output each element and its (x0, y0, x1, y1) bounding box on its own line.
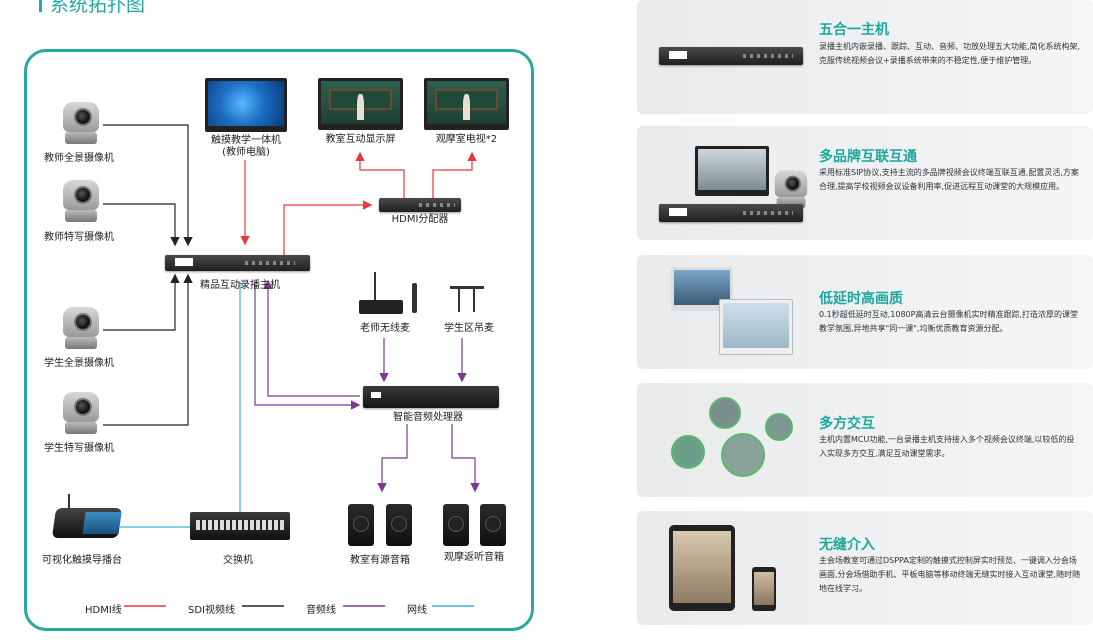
classroom-speaker-left-icon (348, 504, 374, 546)
network-switch-icon (190, 512, 290, 540)
label-student-feature-camera: 学生特写摄像机 (44, 443, 114, 455)
label-classroom-display: 教室互动显示屏 (318, 134, 403, 146)
label-audio-processor: 智能音频处理器 (393, 412, 463, 424)
recorder-host-icon (165, 255, 310, 271)
feature-card-multiparty: 多方交互 主机内置MCU功能,一台录播主机支持接入多个视频会议终端,以较低的投入… (637, 383, 1093, 497)
feature-card-seamless: 无缝介入 主会场教室可通过DSPPA定制的触摸式控制屏实时预览、一键调入分会场画… (637, 511, 1093, 625)
label-touch-aio: 触摸教学一体机(教师电脑) (205, 135, 287, 159)
audio-line-proc-observation (452, 424, 475, 490)
interop-recorder-icon (659, 204, 803, 222)
conference-node-right-icon (765, 413, 793, 441)
hdmi-line-splitter-tv (433, 154, 472, 198)
hdmi-line-splitter-display (360, 154, 404, 198)
imac-right-icon (719, 299, 793, 355)
wireless-mic-antenna-icon (374, 272, 376, 300)
five-in-one-recorder-icon (659, 47, 803, 65)
label-network-switch: 交换机 (223, 555, 253, 567)
label-wireless-mic: 老师无线麦 (360, 323, 410, 335)
label-observation-speaker: 观摩返听音箱 (444, 552, 504, 564)
legend-audio: 音频线 (306, 601, 336, 616)
hanging-mic-bar-icon (450, 286, 484, 289)
label-observation-tv: 观摩室电视*2 (424, 134, 509, 146)
label-student-mic: 学生区吊麦 (444, 323, 494, 335)
audio-processor-icon (363, 386, 499, 408)
feature-title: 多方交互 (819, 413, 875, 433)
classroom-display-icon (318, 78, 403, 130)
feature-text: 采用标准SIP协议,支持主流的多品牌视频会议终端互联互通,配置灵活,方案合理,提… (819, 166, 1081, 194)
label-classroom-speaker: 教室有源音箱 (350, 555, 410, 567)
feature-text: 录播主机内嵌录播、跟踪、互动、音频、功放处理五大功能,简化系统构架,克服传统视频… (819, 40, 1081, 68)
sdi-line-student-pano (103, 276, 175, 330)
label-hdmi-splitter: HDMI分配器 (379, 214, 461, 226)
feature-card-interop: 多品牌互联互通 采用标准SIP协议,支持主流的多品牌视频会议终端互联互通,配置灵… (637, 126, 1093, 240)
touch-console-icon (52, 508, 122, 538)
handheld-mic-icon (412, 283, 417, 313)
wireless-mic-receiver-icon (359, 300, 403, 314)
console-antenna-icon (68, 494, 70, 510)
phone-device-icon (752, 567, 776, 611)
hdmi-line-recorder-splitter (284, 205, 370, 255)
teacher-pano-camera-icon (61, 102, 101, 146)
observation-tv-icon (424, 78, 509, 130)
conference-node-top-icon (709, 397, 741, 429)
label-touch-console: 可视化触摸导播台 (42, 555, 122, 567)
audio-line-recorder-proc (255, 282, 358, 405)
legend-sdi: SDI视频线 (188, 601, 235, 616)
feature-text: 0.1秒超低延时互动,1080P高清云台摄像机实时精准跟踪,打造浓厚的课堂教学氛… (819, 308, 1081, 336)
label-student-pano-camera: 学生全景摄像机 (44, 358, 114, 370)
feature-title: 多品牌互联互通 (819, 146, 917, 166)
student-feature-camera-icon (61, 392, 101, 436)
observation-speaker-right-icon (480, 504, 506, 546)
feature-card-five-in-one: 五合一主机 录播主机内嵌录播、跟踪、互动、音频、功放处理五大功能,简化系统构架,… (637, 0, 1093, 114)
legend-hdmi: HDMI线 (85, 601, 122, 616)
label-teacher-pano-camera: 教师全景摄像机 (44, 153, 114, 165)
hanging-mic-right-icon (473, 288, 475, 312)
classroom-speaker-right-icon (386, 504, 412, 546)
feature-text: 主会场教室可通过DSPPA定制的触摸式控制屏实时预览、一键调入分会场画面,分会场… (819, 554, 1081, 596)
conference-node-center-icon (721, 433, 765, 477)
observation-speaker-left-icon (443, 504, 469, 546)
audio-line-proc-recorder (268, 282, 360, 396)
feature-title: 低延时高画质 (819, 288, 903, 308)
legend-network: 网线 (407, 601, 427, 616)
conference-node-left-icon (671, 435, 705, 469)
feature-text: 主机内置MCU功能,一台录播主机支持接入多个视频会议终端,以较低的投入实现多方交… (819, 433, 1081, 461)
feature-card-low-latency: 低延时高画质 0.1秒超低延时互动,1080P高清云台摄像机实时精准跟踪,打造浓… (637, 255, 1093, 369)
teacher-feature-camera-icon (61, 180, 101, 224)
label-recorder-host: 精品互动录播主机 (200, 280, 280, 292)
video-conference-screen-icon (695, 146, 769, 196)
tablet-device-icon (669, 525, 735, 611)
audio-line-proc-classroom (382, 424, 407, 490)
feature-title: 无缝介入 (819, 534, 875, 554)
touch-aio-monitor-icon (205, 78, 287, 132)
hdmi-splitter-icon (379, 198, 461, 212)
student-pano-camera-icon (61, 307, 101, 351)
feature-title: 五合一主机 (819, 19, 889, 39)
label-teacher-feature-camera: 教师特写摄像机 (44, 232, 114, 244)
hanging-mic-left-icon (458, 288, 460, 312)
